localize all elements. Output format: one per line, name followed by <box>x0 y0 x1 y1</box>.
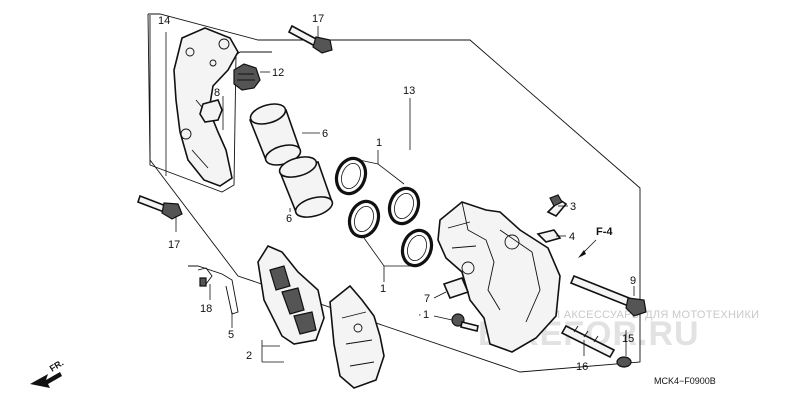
section-reference: F-4 <box>596 226 613 238</box>
bolt-bottom <box>136 194 183 220</box>
piston-lower <box>278 156 334 218</box>
bleeder-screw <box>546 194 568 217</box>
pad-spring <box>199 99 223 123</box>
slide-pin <box>560 324 632 368</box>
callout-15: 15 <box>622 333 634 345</box>
callout-3: 3 <box>570 201 576 213</box>
brake-pad-rear <box>257 244 325 345</box>
callout-2: 2 <box>246 350 252 362</box>
assembly-outline-13 <box>147 13 641 373</box>
caliper-body <box>437 201 561 353</box>
brake-pad-front <box>329 284 385 389</box>
callout-13: 13 <box>403 85 415 97</box>
callout-14: 14 <box>158 15 170 27</box>
callout-9: 9 <box>630 275 636 287</box>
bleeder-cap <box>536 229 562 243</box>
callout-1-top: 1 <box>376 137 382 149</box>
callout-11: · <box>418 309 422 321</box>
callout-8: 8 <box>214 87 220 99</box>
callout-7: 7 <box>424 293 430 305</box>
pad-retainer <box>442 277 470 299</box>
assembly-outline-14 <box>149 15 272 193</box>
callout-17-bottom: 17 <box>168 239 180 251</box>
diagram-code: MCK4−F0900B <box>654 376 716 386</box>
seal-rings <box>334 156 434 268</box>
callout-1-bottom: 1 <box>380 283 386 295</box>
leader-lines <box>165 26 635 363</box>
callout-17-top: 17 <box>312 13 324 25</box>
callout-6-lower: 6 <box>286 213 292 225</box>
pad-pin <box>569 274 647 317</box>
callout-4: 4 <box>569 231 575 243</box>
piston-upper <box>248 103 302 166</box>
callout-5: 5 <box>228 329 234 341</box>
callout-6-upper: 6 <box>322 128 328 140</box>
front-direction-label: FR. <box>48 358 66 374</box>
callout-16: 16 <box>576 361 588 373</box>
pin-boot <box>233 63 261 91</box>
front-direction-arrow <box>30 372 62 388</box>
section-reference-arrowhead <box>578 250 586 258</box>
retainer-screw <box>451 313 479 332</box>
callout-12: 12 <box>272 67 284 79</box>
callout-1-retainer: 1 <box>423 309 429 321</box>
bolt-top <box>287 24 333 54</box>
pin-clip <box>197 267 213 287</box>
pad-spring-wire <box>188 265 239 315</box>
callout-18: 18 <box>200 303 212 315</box>
